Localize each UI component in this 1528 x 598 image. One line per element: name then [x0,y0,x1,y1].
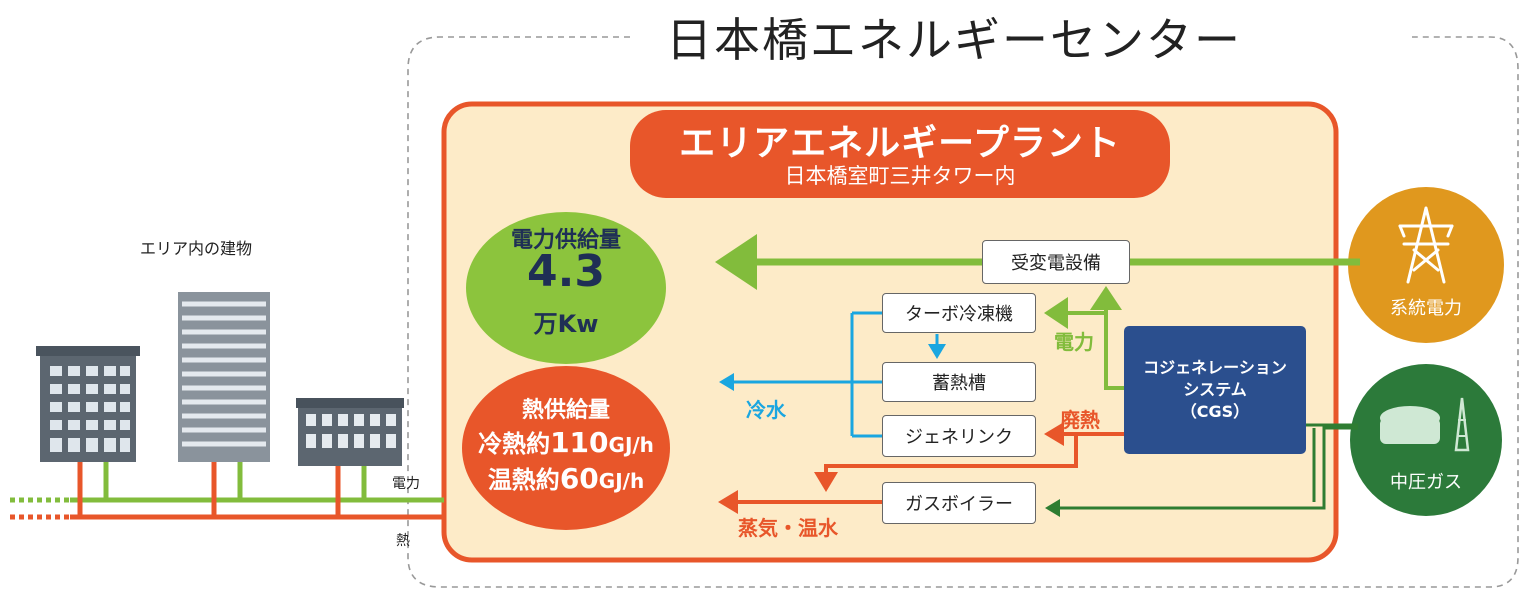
line-power-label: 電力 [392,476,420,492]
electricity-circle [466,212,666,364]
heat-storage-box: 蓄熱槽 [882,362,1036,402]
page-title: 日本橋エネルギーセンター [666,13,1242,67]
cold-heat-prefix: 冷熱約 [478,430,551,458]
grid-circle [1348,187,1504,343]
center-boundary [407,36,1519,588]
heat-circle [462,366,670,530]
warm-heat-row: 温熱約60GJ/h [488,460,644,495]
plant-title-pill [630,110,1170,198]
heat-supply-label: 熱供給量 [521,398,611,423]
cold-heat-value: 110 [550,426,609,459]
cold-heat-unit: GJ/h [608,433,654,457]
warm-heat-unit: GJ/h [598,469,645,493]
gas-boiler-box: ガスボイラー [882,482,1036,524]
flow-waste-heat-label: 廃熱 [1060,408,1100,432]
cgs-box: コジェネレーション システム （CGS） [1124,326,1306,454]
substation-box: 受変電設備 [982,240,1130,284]
electricity-supply-unit: 万Kw [533,310,599,338]
buildings-label: エリア内の建物 [140,239,253,258]
cold-heat-row: 冷熱約110GJ/h [478,424,654,459]
flow-steam-hot-water-label: 蒸気・温水 [738,516,838,540]
building-1 [36,346,140,462]
building-2 [178,292,270,462]
plant-name: エリアエネルギープラント [679,123,1121,164]
electricity-supply-label: 電力供給量 [510,228,622,253]
electricity-supply-value: 4.3 [527,246,605,297]
line-heat-label: 熱 [396,533,410,549]
grid-power-label: 系統電力 [1390,298,1462,319]
power-tower-icon [1398,206,1454,284]
cgs-line3: （CGS） [1180,402,1250,421]
genelink-box: ジェネリンク [882,415,1036,457]
building-3 [296,398,404,466]
gas-tank-icon [1380,397,1470,452]
gas-source-label: 中圧ガス [1390,472,1462,493]
flow-chilled-water-label: 冷水 [746,398,786,422]
warm-heat-prefix: 温熱約 [487,466,560,494]
warm-heat-value: 60 [559,462,599,495]
cgs-line2: システム [1183,380,1247,399]
flow-power-label: 電力 [1054,330,1094,354]
plant-location: 日本橋室町三井タワー内 [784,164,1016,188]
turbo-chiller-box: ターボ冷凍機 [882,293,1036,333]
cgs-line1: コジェネレーション [1143,358,1287,377]
